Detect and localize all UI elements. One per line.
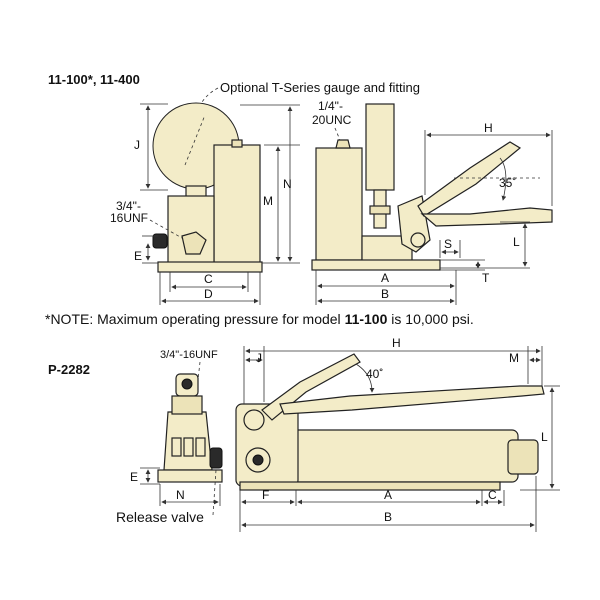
dim2-l: L bbox=[541, 430, 548, 444]
release-valve-label: Release valve bbox=[116, 509, 204, 525]
dim-e: E bbox=[134, 249, 142, 263]
p2282-end-cap bbox=[507, 439, 539, 475]
side-vent bbox=[335, 139, 351, 149]
section2-title: P-2282 bbox=[48, 362, 90, 377]
section-p-2282-end-view: P-2282 3/4"-16UNF E N Release valve bbox=[48, 349, 223, 525]
rod-collar bbox=[369, 205, 391, 215]
section-p-2282-side-view: 40˚ H J M L F A C B bbox=[235, 336, 560, 532]
dim-a: A bbox=[381, 271, 389, 285]
thread-side-2: 16UNF bbox=[110, 211, 148, 225]
release-valve-knob bbox=[209, 447, 223, 469]
section-11-100-front-view: 11-100*, 11-400 Optional T-Series gauge … bbox=[48, 72, 420, 305]
handle-lowered bbox=[420, 207, 553, 227]
dim2-f: F bbox=[262, 488, 269, 502]
gauge-needle bbox=[184, 114, 206, 166]
pressure-note: *NOTE: Maximum operating pressure for mo… bbox=[45, 311, 474, 327]
dim2-n: N bbox=[176, 488, 185, 502]
release-knob bbox=[152, 233, 168, 249]
dim-c: C bbox=[204, 272, 213, 286]
side-base bbox=[311, 259, 441, 271]
dim-n: N bbox=[283, 177, 292, 191]
angle-40: 40˚ bbox=[366, 367, 383, 381]
dim-j: J bbox=[134, 138, 140, 152]
dim2-m: M bbox=[509, 351, 519, 365]
end-top-block bbox=[171, 395, 203, 415]
angle-35: 35˚ bbox=[499, 176, 516, 190]
dim2-j: J bbox=[256, 351, 262, 365]
dim-l: L bbox=[513, 235, 520, 249]
p2282-port bbox=[243, 409, 265, 431]
dim2-b: B bbox=[384, 510, 392, 524]
dim2-h: H bbox=[392, 336, 401, 350]
pivot-pin bbox=[410, 232, 426, 248]
p2282-feet bbox=[239, 481, 501, 491]
thread-p2282: 3/4"-16UNF bbox=[160, 349, 218, 361]
section1-title: 11-100*, 11-400 bbox=[48, 72, 140, 87]
dim-b: B bbox=[381, 287, 389, 301]
thread-top-1: 1/4"- bbox=[318, 99, 343, 113]
base-plate bbox=[157, 261, 263, 273]
end-base bbox=[157, 469, 223, 483]
section-11-100-side-view: 1/4"- 20UNC 35˚ H L S bbox=[311, 99, 553, 305]
dim2-e: E bbox=[130, 470, 138, 484]
dim2-c: C bbox=[488, 488, 497, 502]
dim-m: M bbox=[263, 194, 273, 208]
outlet-fitting bbox=[181, 231, 207, 255]
side-reservoir bbox=[315, 147, 363, 261]
dim2-a: A bbox=[384, 488, 392, 502]
dim-t: T bbox=[482, 271, 490, 285]
reservoir bbox=[213, 144, 261, 264]
dim-h: H bbox=[484, 121, 493, 135]
thread-side-1: 3/4"- bbox=[116, 199, 141, 213]
thread-top-2: 20UNC bbox=[312, 113, 352, 127]
end-vents bbox=[171, 437, 206, 457]
piston-housing bbox=[365, 103, 395, 191]
dim-d: D bbox=[204, 287, 213, 301]
filler-cap bbox=[231, 139, 243, 148]
gauge-callout: Optional T-Series gauge and fitting bbox=[220, 80, 420, 95]
dim-s: S bbox=[444, 237, 452, 251]
p2282-handle-lowered bbox=[279, 385, 545, 415]
